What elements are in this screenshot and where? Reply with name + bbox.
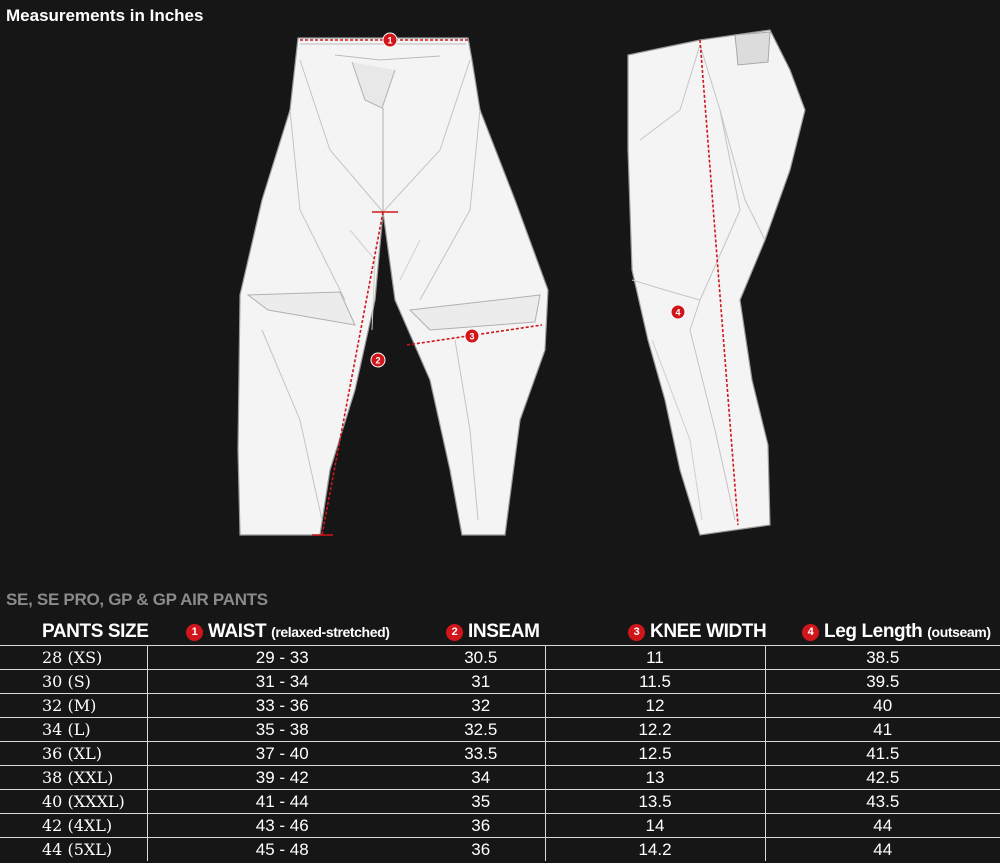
knee-cell: 14 [544,813,765,838]
size-cell: 42 (4XL) [0,813,147,838]
size-cell: 28 (XS) [0,645,147,670]
knee-cell: 11.5 [544,669,765,694]
leg-cell: 44 [764,813,1000,838]
leg-cell: 39.5 [764,669,1000,694]
table-row: 32 (M) 33 - 36 32 12 40 [0,693,1000,718]
marker-4: 4 [675,308,680,318]
inseam-cell: 31 [417,669,545,694]
knee-cell: 14.2 [544,837,765,861]
inseam-cell: 34 [417,765,545,790]
inseam-cell: 32.5 [417,717,545,742]
pants-measurement-diagram: 1 2 3 4 [237,29,806,536]
marker-1: 1 [387,36,392,46]
leg-cell: 38.5 [764,645,1000,670]
knee-number-badge: 3 [628,624,645,641]
column-header-size: PANTS SIZE [42,621,149,642]
marker-3: 3 [469,332,474,342]
inseam-cell: 33.5 [417,741,545,766]
knee-cell: 12.5 [544,741,765,766]
table-row: 34 (L) 35 - 38 32.5 12.2 41 [0,717,1000,742]
table-row: 28 (XS) 29 - 33 30.5 11 38.5 [0,645,1000,670]
waist-cell: 43 - 46 [146,813,417,838]
waist-cell: 39 - 42 [146,765,417,790]
waist-cell: 29 - 33 [146,645,417,670]
size-cell: 40 (XXXL) [0,789,147,814]
waist-cell: 35 - 38 [146,717,417,742]
knee-cell: 12.2 [544,717,765,742]
table-row: 36 (XL) 37 - 40 33.5 12.5 41.5 [0,741,1000,766]
side-view-pants [627,29,806,536]
size-cell: 32 (M) [0,693,147,718]
leg-cell: 44 [764,837,1000,861]
measurement-markers: 1 2 3 4 [370,32,686,368]
size-cell: 30 (S) [0,669,147,694]
leg-cell: 41.5 [764,741,1000,766]
leg-cell: 43.5 [764,789,1000,814]
table-row: 44 (5XL) 45 - 48 36 14.2 44 [0,837,1000,861]
table-row: 40 (XXXL) 41 - 44 35 13.5 43.5 [0,789,1000,814]
waist-cell: 41 - 44 [146,789,417,814]
section-title: SE, SE PRO, GP & GP AIR PANTS [6,590,268,609]
waist-cell: 31 - 34 [146,669,417,694]
waist-cell: 45 - 48 [146,837,417,861]
size-chart-table: 28 (XS) 29 - 33 30.5 11 38.5 30 (S) 31 -… [0,645,1000,861]
waist-cell: 33 - 36 [146,693,417,718]
size-cell: 44 (5XL) [0,837,147,861]
knee-cell: 12 [544,693,765,718]
size-cell: 36 (XL) [0,741,147,766]
leg-number-badge: 4 [802,624,819,641]
waist-number-badge: 1 [186,624,203,641]
inseam-cell: 35 [417,789,545,814]
page-title: Measurements in Inches [6,6,204,25]
leg-cell: 40 [764,693,1000,718]
front-view-pants [237,37,549,536]
table-row: 30 (S) 31 - 34 31 11.5 39.5 [0,669,1000,694]
waist-cell: 37 - 40 [146,741,417,766]
size-cell: 34 (L) [0,717,147,742]
leg-cell: 42.5 [764,765,1000,790]
size-cell: 38 (XXL) [0,765,147,790]
measurement-lines [300,39,739,536]
inseam-cell: 30.5 [417,645,545,670]
table-row: 38 (XXL) 39 - 42 34 13 42.5 [0,765,1000,790]
table-row: 42 (4XL) 43 - 46 36 14 44 [0,813,1000,838]
leg-cell: 41 [764,717,1000,742]
inseam-cell: 36 [417,813,545,838]
inseam-cell: 36 [417,837,545,861]
inseam-number-badge: 2 [446,624,463,641]
marker-2: 2 [375,356,380,366]
knee-cell: 13 [544,765,765,790]
inseam-cell: 32 [417,693,545,718]
knee-cell: 11 [544,645,765,670]
knee-cell: 13.5 [544,789,765,814]
